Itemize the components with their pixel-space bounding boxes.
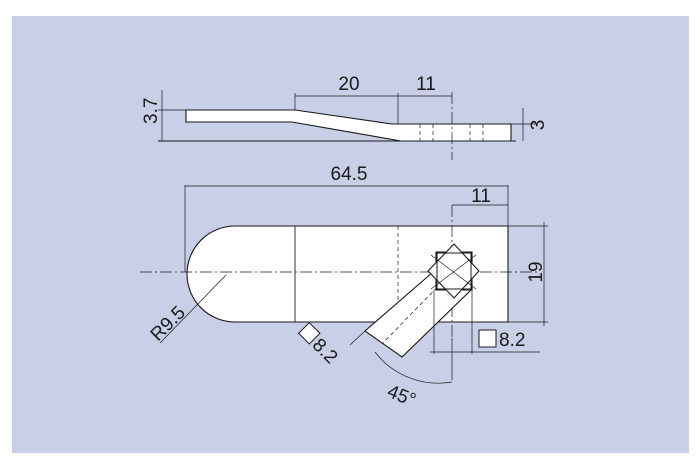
dim-thickness-right: 3 <box>528 120 549 131</box>
dim-thickness-left: 3.7 <box>141 98 162 124</box>
dim-square-straight: 8.2 <box>499 330 525 351</box>
angle-arc <box>374 351 453 384</box>
dim-hole-offset-side: 11 <box>416 74 436 95</box>
extension-line <box>349 330 366 346</box>
hole-cross-line <box>430 254 477 290</box>
side-view: 3.7 20 11 3 <box>141 74 549 160</box>
top-view: 64.5 11 19 R9.5 8.2 8.2 45° <box>140 164 548 411</box>
square-symbol <box>478 329 497 348</box>
dim-hole-offset-top: 11 <box>471 186 491 207</box>
dim-width: 19 <box>526 261 547 282</box>
dim-overall-length: 64.5 <box>331 164 368 185</box>
square-symbol <box>298 321 321 345</box>
dim-slope-length: 20 <box>338 74 359 95</box>
radius-leader <box>159 274 227 344</box>
square-hole-outline <box>436 252 472 290</box>
